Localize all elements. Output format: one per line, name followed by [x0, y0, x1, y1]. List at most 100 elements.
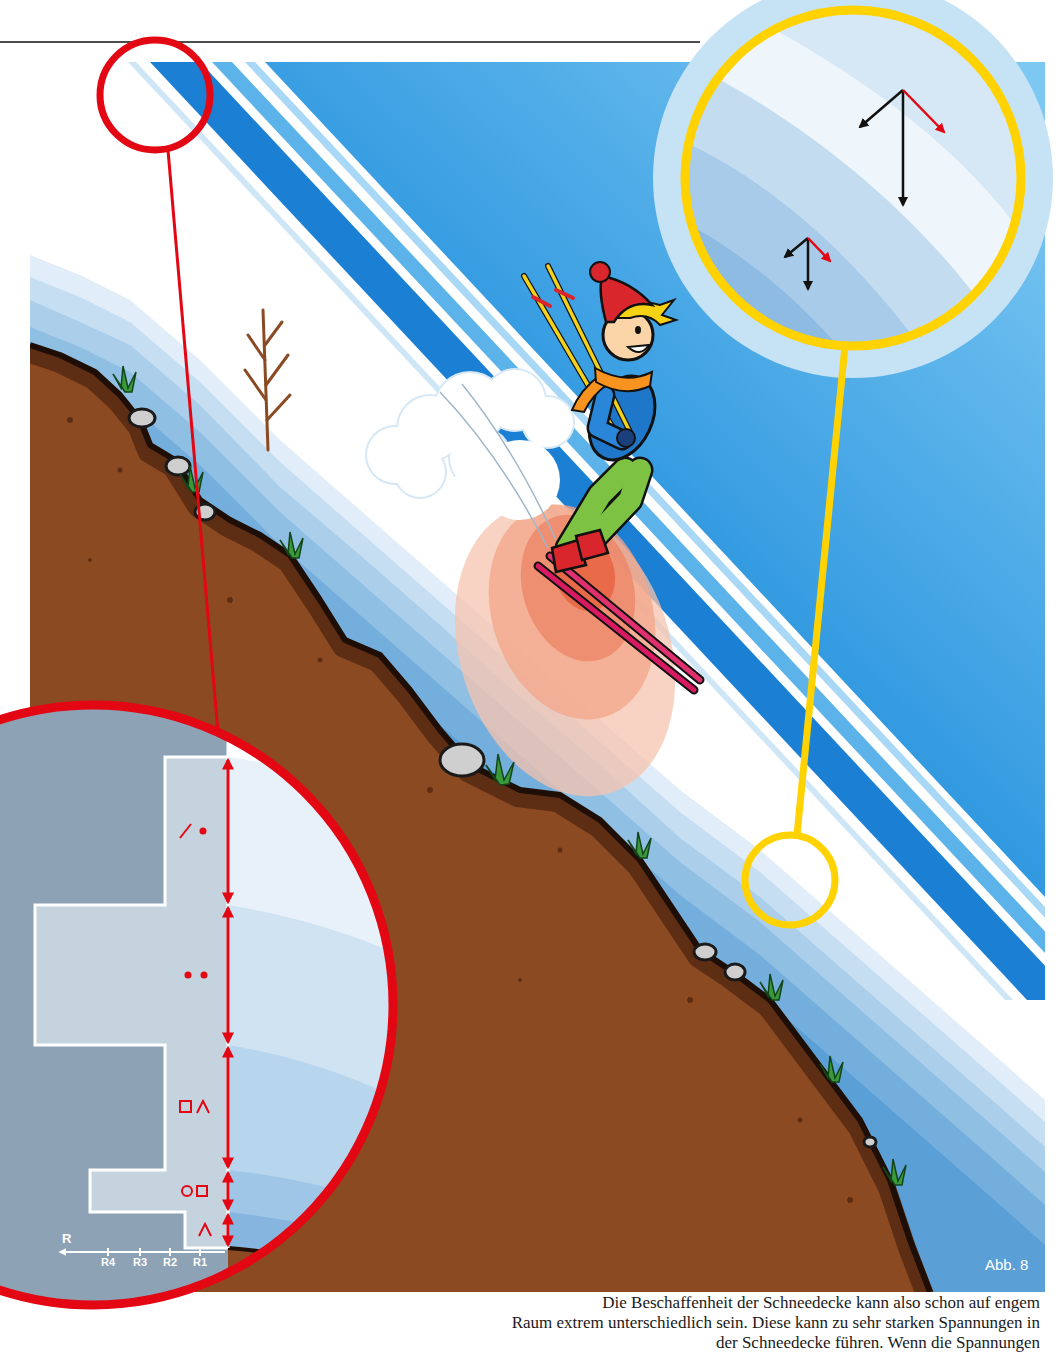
bare-tree — [245, 310, 290, 450]
profile-layers — [228, 740, 400, 1320]
grass — [280, 532, 303, 558]
profile-layers — [228, 1248, 400, 1280]
layer-thickness-arrows — [227, 760, 230, 902]
grass — [628, 832, 651, 858]
boots — [552, 530, 608, 572]
rocks — [440, 744, 484, 776]
snow-profile-callout — [0, 700, 410, 1320]
hardness-level: R1 — [193, 1256, 207, 1269]
rocks — [864, 1137, 876, 1147]
ski-poles — [533, 297, 550, 306]
zoom-detail-force-arrows — [797, 346, 845, 835]
caption-text: Die Beschaffenheit der Schneedecke kann … — [512, 1293, 1040, 1352]
soil-dots — [687, 997, 693, 1003]
snow-profile-callout — [0, 705, 393, 1305]
hardness-axis — [107, 1248, 109, 1256]
rocks — [694, 944, 716, 960]
zoom-detail-force-arrows — [653, 0, 1053, 925]
hardness-profile — [0, 700, 228, 1320]
snow-layers — [30, 255, 1045, 1292]
profile-layers — [227, 740, 230, 1248]
snow-profile-callout — [0, 700, 410, 1320]
grass — [486, 754, 514, 785]
snow-profile-callout — [0, 40, 410, 1320]
ground — [30, 345, 930, 1292]
grain-shape-symbols — [180, 824, 211, 1236]
soil-dots — [427, 787, 433, 793]
skis — [538, 566, 694, 690]
rocks — [129, 409, 155, 427]
powder-cloud — [462, 384, 556, 540]
grain-shape-symbols — [180, 824, 191, 838]
bare-tree — [265, 322, 282, 345]
hardness-level: R2 — [163, 1256, 177, 1269]
powder-cloud — [365, 368, 575, 548]
hardness-axis — [139, 1248, 141, 1256]
head — [590, 262, 610, 282]
powder-cloud — [523, 397, 573, 447]
rocks — [166, 457, 190, 475]
zoom-detail-force-arrows — [860, 90, 903, 127]
zoom-detail-force-arrows — [685, 10, 1021, 346]
grass — [820, 1056, 843, 1082]
header-rule — [0, 41, 700, 43]
soil-dots — [227, 597, 233, 603]
powder-cloud — [442, 472, 498, 528]
head — [628, 345, 649, 352]
hardness-level: R4 — [101, 1256, 115, 1269]
scarf — [595, 368, 652, 391]
hardness-profile — [35, 757, 228, 1248]
grass — [113, 366, 136, 392]
zoom-detail-force-arrows — [680, 0, 1040, 400]
ground — [30, 353, 927, 1292]
skis — [538, 556, 700, 690]
layer-thickness-arrows — [227, 1215, 230, 1245]
soil-dots — [798, 1118, 803, 1123]
soil-dots — [118, 468, 123, 473]
axis-label: R — [62, 1232, 71, 1247]
layer-thickness-arrows — [227, 1048, 230, 1167]
zoom-detail-force-arrows — [807, 238, 810, 289]
head — [601, 276, 652, 322]
zoom-detail-force-arrows — [745, 835, 835, 925]
skis — [550, 556, 700, 680]
layer-thickness-arrows — [227, 1173, 230, 1209]
scarf — [572, 368, 652, 412]
profile-layers — [228, 1212, 400, 1320]
snow-layers — [30, 255, 1045, 1292]
snow-profile-callout — [168, 150, 218, 733]
zoom-detail-force-arrows — [808, 238, 830, 261]
grain-shape-symbols — [185, 972, 192, 979]
grass — [883, 1159, 906, 1185]
layer-thickness-arrows — [227, 908, 230, 1042]
head — [590, 262, 676, 360]
hardness-axis — [169, 1248, 171, 1256]
soil-dots — [88, 558, 92, 562]
grass — [760, 974, 783, 1000]
grain-shape-symbols — [200, 828, 207, 835]
glove — [617, 429, 635, 447]
bare-tree — [267, 395, 290, 420]
soil-dots — [518, 978, 522, 982]
boots — [576, 530, 608, 560]
powder-cloud — [440, 384, 556, 548]
head — [635, 326, 641, 334]
zoom-detail-force-arrows — [680, 220, 850, 400]
skis — [538, 566, 694, 690]
bare-tree — [245, 370, 266, 400]
skier — [524, 262, 700, 690]
profile-layers — [228, 757, 400, 1320]
soil-dots — [558, 848, 563, 853]
zoom-detail-force-arrows — [903, 90, 944, 132]
profile-layers — [228, 1045, 400, 1320]
bare-tree — [263, 310, 268, 450]
rocks — [725, 964, 745, 980]
hardness-axis — [60, 1248, 225, 1256]
zoom-detail-force-arrows — [680, 0, 1040, 400]
soil-dots — [318, 658, 323, 663]
ground — [30, 345, 930, 1292]
grain-shape-symbols — [201, 972, 208, 979]
grain-shape-symbols — [180, 1101, 191, 1112]
